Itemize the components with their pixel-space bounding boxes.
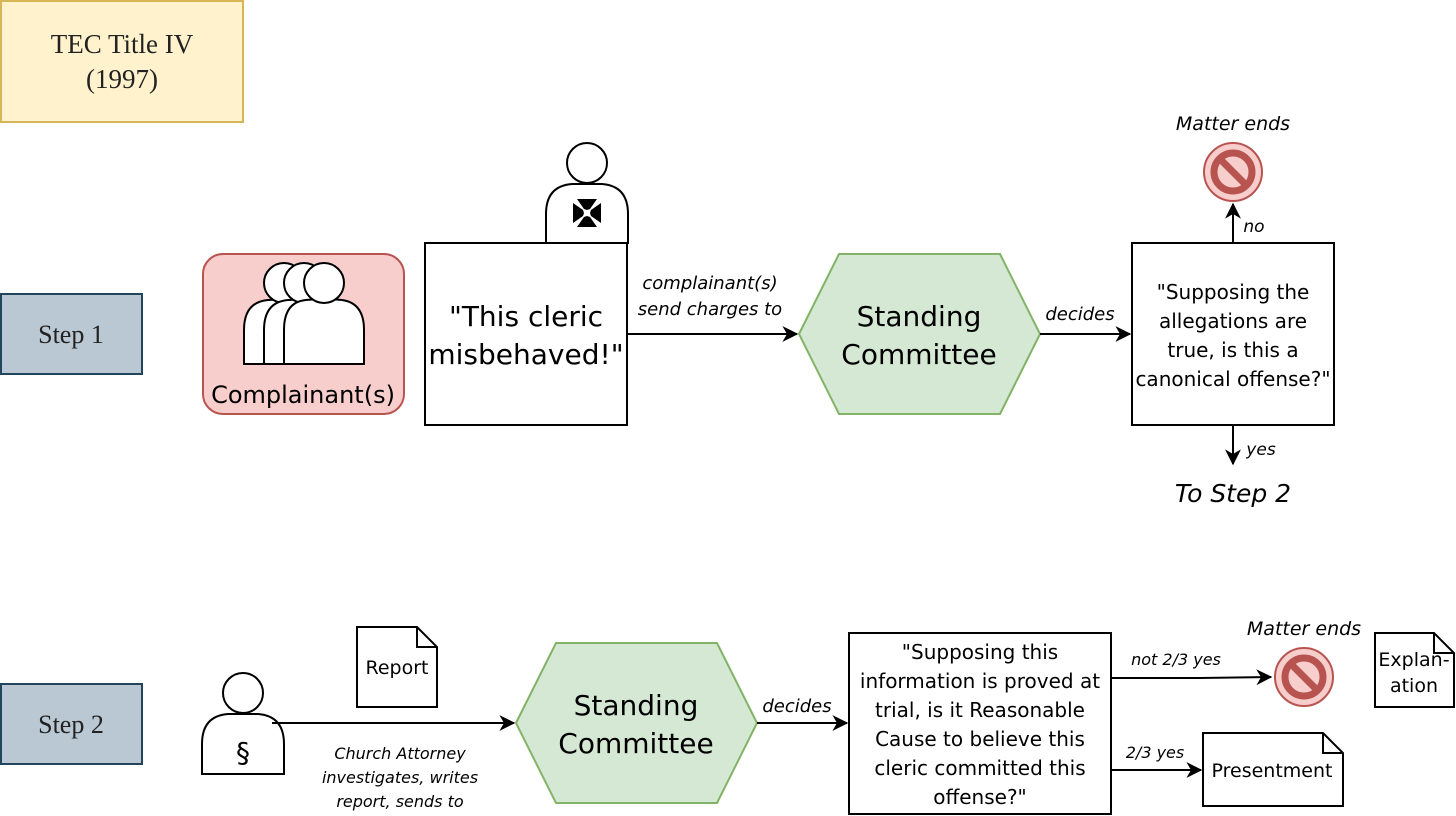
attorney-caption-line1: Church Attorney — [334, 744, 466, 763]
committee1-line2: Committee — [841, 338, 996, 371]
two-thirds-yes-label: 2/3 yes — [1126, 743, 1184, 762]
question-box-step1 — [1131, 242, 1335, 426]
matter-ends-step2: Matter ends — [1247, 618, 1361, 640]
title-line2: (1997) — [86, 64, 158, 94]
step2-row: Step 2 § Report Church Attorney investig… — [0, 618, 1455, 815]
complainants-box: Complainant(s) — [202, 253, 405, 415]
charges-line2: misbehaved!" — [428, 338, 623, 371]
prohibited-icon-step2 — [1274, 647, 1334, 707]
church-attorney-icon: § — [201, 672, 285, 775]
step1-label-box — [0, 293, 143, 375]
step2-label-box — [0, 683, 143, 765]
decides-label-step2: decides — [762, 696, 831, 717]
send-charges-label-line1: complainant(s) — [642, 273, 777, 294]
standing-committee-step1 — [797, 253, 1042, 415]
decides-label-step1: decides — [1045, 304, 1114, 325]
attorney-caption-line2: investigates, writes — [322, 768, 478, 787]
question1-line3: true, is this a — [1167, 338, 1298, 362]
presentment-document: Presentment — [1202, 732, 1344, 807]
committee1-line1: Standing — [857, 300, 982, 333]
question2-line4: Cause to believe this — [875, 727, 1085, 751]
question1-line4: canonical offense?" — [1135, 367, 1330, 391]
not-two-thirds-label: not 2/3 yes — [1131, 650, 1221, 669]
explanation-document: Explan- ation — [1374, 632, 1455, 708]
charges-box — [424, 242, 628, 426]
step2-label: Step 2 — [38, 710, 104, 739]
question2-line1: "Supposing this — [902, 640, 1058, 664]
question1-line2: allegations are — [1159, 309, 1307, 333]
question2-line2: information is proved at — [860, 669, 1100, 693]
title-line1: TEC Title IV — [51, 29, 194, 59]
prohibited-icon — [1203, 142, 1263, 202]
committee2-line2: Committee — [558, 727, 713, 760]
yes-label-step1: yes — [1245, 440, 1276, 460]
question2-line3: trial, is it Reasonable — [875, 698, 1085, 722]
cleric-with-cross-icon — [545, 142, 629, 244]
report-label: Report — [366, 657, 429, 679]
matter-ends-step1: Matter ends — [1176, 113, 1290, 135]
attorney-caption-line3: report, sends to — [336, 792, 464, 811]
presentment-document-icon — [1202, 732, 1344, 807]
title-box-frame — [0, 0, 244, 123]
complainants-label: Complainant(s) — [211, 381, 395, 409]
no-label-step1: no — [1243, 217, 1264, 237]
title-box: TEC Title IV (1997) — [0, 0, 244, 123]
explanation-line1: Explan- — [1378, 649, 1449, 671]
charges-line1: "This cleric — [449, 300, 603, 333]
group-of-people-icon — [243, 262, 365, 365]
not-two-thirds-arrow — [1111, 669, 1273, 686]
standing-committee-step2 — [514, 642, 759, 804]
committee2-line1: Standing — [574, 689, 699, 722]
explanation-line2: ation — [1390, 675, 1438, 697]
maltese-cross-icon — [573, 199, 601, 227]
step1-row: Step 1 Complainant(s) — [0, 113, 1335, 508]
question2-line5: cleric committed this — [874, 756, 1085, 780]
report-document: Report — [356, 626, 438, 708]
step1-label: Step 1 — [38, 320, 104, 349]
question1-line1: "Supposing the — [1157, 280, 1310, 304]
question2-line6: offense?" — [933, 785, 1027, 809]
presentment-label: Presentment — [1212, 760, 1333, 782]
question-box-step2 — [848, 632, 1112, 815]
to-step2-label: To Step 2 — [1175, 479, 1291, 508]
send-charges-label-line2: send charges to — [638, 299, 782, 320]
section-symbol-icon: § — [236, 736, 250, 769]
